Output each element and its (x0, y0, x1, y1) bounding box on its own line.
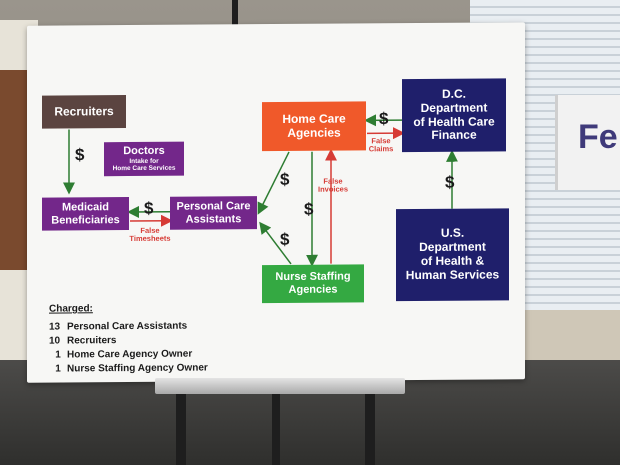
charged-text: Personal Care Assistants (67, 320, 188, 333)
dollar-hca-pca: $ (280, 169, 290, 189)
easel-leg-right (365, 390, 375, 465)
charged-count: 1 (55, 363, 61, 375)
dollar-us-dc: $ (445, 172, 455, 192)
charged-title: Charged: (49, 303, 93, 315)
charged-text: Home Care Agency Owner (67, 348, 193, 361)
charged-row: 1 Nurse Staffing Agency Owner (49, 362, 208, 374)
flow-arrows (63, 114, 458, 267)
us-label: U.S. Department of Health & Human Servic… (405, 226, 500, 282)
easel-leg-center (272, 390, 280, 465)
us-box: U.S. Department of Health & Human Servic… (396, 208, 509, 302)
pca-box: Personal Care Assistants (170, 196, 257, 230)
dollar-pca-medicaid: $ (144, 198, 154, 218)
charged-text: Nurse Staffing Agency Owner (67, 362, 208, 375)
false-claims-label: False Claims (368, 136, 394, 154)
doctors-title: Doctors (123, 144, 165, 158)
dc-label: D.C. Department of Health Care Finance (413, 86, 495, 143)
delivery-truck (555, 95, 620, 190)
hca-label: Home Care Agencies (282, 111, 346, 140)
truck-logo-text: Fe (578, 118, 618, 156)
poster-board: Recruiters Doctors Intake for Home Care … (27, 22, 525, 383)
hca-box: Home Care Agencies (262, 101, 366, 152)
arrow-nsa-pca (259, 221, 292, 265)
easel-top-post (232, 0, 238, 30)
left-wood-panel (0, 70, 30, 270)
false-timesheets-label: False Timesheets (129, 225, 171, 243)
doctors-subtitle: Intake for Home Care Services (112, 157, 176, 173)
arrow-hca-pca (257, 151, 290, 215)
charged-row: 10 Recruiters (49, 335, 116, 346)
nsa-label: Nurse Staffing Agencies (275, 270, 351, 296)
medicaid-box: Medicaid Beneficiaries (42, 197, 129, 231)
dollar-nsa-pca: $ (280, 229, 290, 249)
recruiters-box: Recruiters (42, 95, 126, 129)
charged-count: 13 (49, 321, 61, 333)
charged-count: 1 (55, 349, 61, 361)
recruiters-label: Recruiters (54, 103, 114, 119)
charged-text: Recruiters (67, 335, 117, 347)
charged-row: 1 Home Care Agency Owner (49, 349, 192, 361)
dollar-hca-nsa: $ (304, 199, 314, 219)
dollar-dc-hca: $ (379, 109, 389, 129)
charged-row: 13 Personal Care Assistants (49, 321, 187, 333)
medicaid-label: Medicaid Beneficiaries (51, 201, 120, 227)
dc-box: D.C. Department of Health Care Finance (402, 78, 506, 153)
false-invoices-label: False Invoices (317, 176, 348, 194)
doctors-box: Doctors Intake for Home Care Services (104, 141, 184, 177)
nsa-box: Nurse Staffing Agencies (262, 264, 364, 304)
easel-ledge (155, 378, 405, 394)
dollar-recruiters-medicaid: $ (75, 145, 85, 165)
charged-count: 10 (49, 335, 61, 347)
pca-label: Personal Care Assistants (176, 200, 251, 226)
easel-leg-left (176, 390, 186, 465)
